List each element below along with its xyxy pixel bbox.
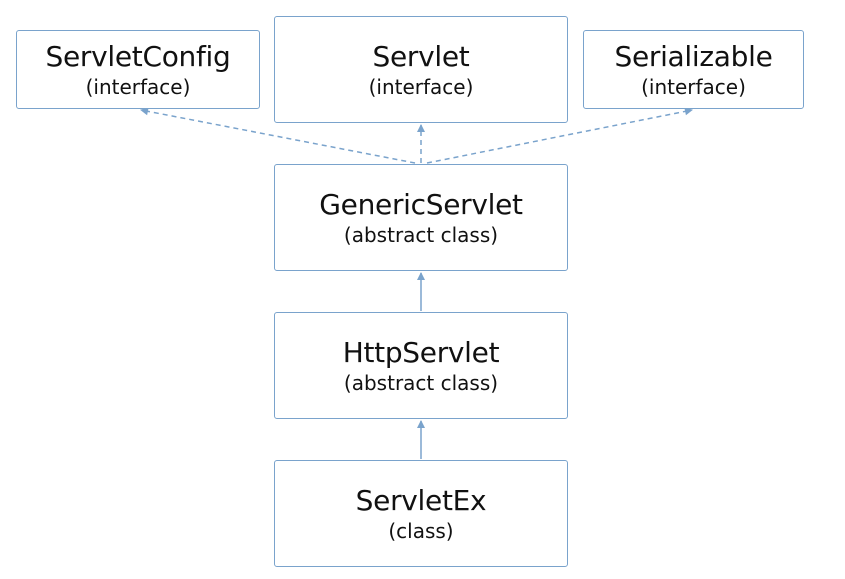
- node-serializable: Serializable (interface): [583, 30, 804, 109]
- node-servletex: ServletEx (class): [274, 460, 568, 567]
- node-name: ServletEx: [355, 483, 487, 517]
- node-servlet: Servlet (interface): [274, 16, 568, 123]
- node-kind: (interface): [368, 74, 474, 99]
- node-name: ServletConfig: [45, 39, 231, 73]
- node-kind: (interface): [85, 74, 191, 99]
- node-kind: (abstract class): [343, 222, 499, 247]
- node-servletconfig: ServletConfig (interface): [16, 30, 260, 109]
- node-name: GenericServlet: [319, 187, 523, 221]
- node-kind: (abstract class): [343, 370, 499, 395]
- edge-generic-to-serializable: [426, 107, 693, 164]
- node-name: HttpServlet: [342, 335, 500, 369]
- node-genericservlet: GenericServlet (abstract class): [274, 164, 568, 271]
- edge-generic-to-servletconfig: [140, 107, 416, 164]
- node-name: Servlet: [372, 39, 470, 73]
- node-kind: (interface): [641, 74, 746, 99]
- node-httpservlet: HttpServlet (abstract class): [274, 312, 568, 419]
- node-name: Serializable: [614, 39, 773, 73]
- node-kind: (class): [388, 518, 454, 543]
